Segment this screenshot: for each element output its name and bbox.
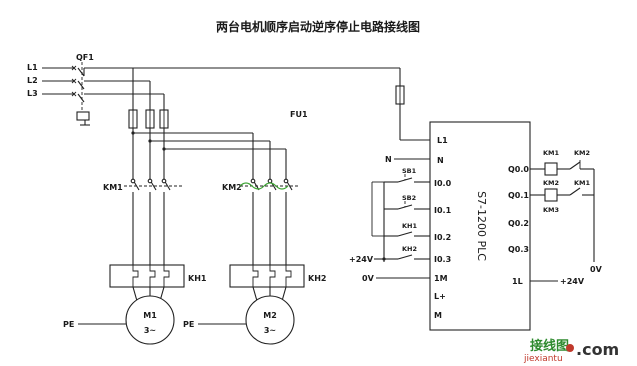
plc-term-i02: I0.2: [434, 233, 451, 242]
m1-label: M1: [143, 311, 157, 320]
kh2-contact-label: KH2: [402, 245, 417, 253]
km2-contact-label: KM2: [574, 149, 590, 157]
m1-phase: 3~: [144, 326, 156, 335]
plc-output-wiring: KM1 KM2 KM2 KM1 KM3 0V +24V: [530, 149, 603, 286]
plc-term-i01: I0.1: [434, 206, 452, 215]
km1-coil-label: KM1: [543, 149, 560, 157]
kh1-contact-label: KH1: [402, 222, 417, 230]
plc-supply: [395, 68, 430, 141]
n-left-label: N: [385, 155, 392, 164]
plc-input-wiring: N SB1 SB2 KH1 KH2 +24V 0V: [349, 155, 430, 283]
plc-box: S7-1200 PLC L1 N I0.0 I0.1 I0.2 I0.3 1M …: [429, 121, 531, 331]
motor2-branch: KM2 KH2 M2 3~ PE: [183, 133, 326, 345]
plc-term-lplus: L+: [434, 292, 446, 301]
plc-term-q03: Q0.3: [508, 245, 529, 254]
motor-m1: [125, 295, 175, 345]
v24-left-label: +24V: [349, 255, 374, 264]
km2-coil-label: KM2: [543, 179, 559, 187]
pe2-label: PE: [183, 320, 194, 329]
kh2-label: KH2: [308, 274, 326, 283]
km1-contact-label: KM1: [574, 179, 591, 187]
kh1-label: KH1: [188, 274, 207, 283]
watermark-com: .com: [576, 340, 619, 359]
l1-label: L1: [27, 63, 38, 72]
plc-term-q01: Q0.1: [508, 191, 529, 200]
m2-phase: 3~: [264, 326, 276, 335]
diagram-title: 两台电机顺序启动逆序停止电路接线图: [216, 19, 420, 34]
plc-term-q00: Q0.0: [508, 165, 529, 174]
watermark-en: jiexiantu: [523, 354, 563, 364]
plc-model: S7-1200 PLC: [475, 191, 488, 261]
plc-term-i03: I0.3: [434, 255, 451, 264]
fu1-label: FU1: [290, 110, 308, 119]
km1-label: KM1: [103, 183, 123, 192]
v0-left-label: 0V: [362, 274, 375, 283]
plc-term-n: N: [437, 156, 444, 165]
v24-right-label: +24V: [560, 277, 585, 286]
qf1-label: QF1: [76, 53, 94, 62]
plc-term-1l: 1L: [512, 277, 523, 286]
watermark-dot-icon: [566, 344, 574, 352]
qf1-breaker: QF1: [76, 53, 400, 126]
motor-m2: [245, 295, 295, 345]
plc-term-m: M: [434, 311, 442, 320]
plc-term-l1: L1: [437, 136, 448, 145]
v0-right-label: 0V: [590, 265, 603, 274]
sb2-label: SB2: [402, 194, 416, 202]
power-lines: L1 L2 L3: [27, 63, 77, 98]
m2-label: M2: [263, 311, 277, 320]
sb1-label: SB1: [402, 167, 417, 175]
l3-label: L3: [27, 89, 38, 98]
watermark-cn: 接线图: [530, 338, 569, 354]
km3-coil-label: KM3: [543, 206, 559, 214]
l2-label: L2: [27, 76, 38, 85]
motor1-branch: KM1 KH1 M1 3~ PE: [63, 128, 286, 345]
plc-term-1m: 1M: [434, 274, 448, 283]
fuse-drops: FU1: [128, 68, 308, 129]
km2-label: KM2: [222, 183, 242, 192]
pe1-label: PE: [63, 320, 74, 329]
watermark: 接线图 jiexiantu .com: [523, 338, 619, 364]
plc-term-q02: Q0.2: [508, 219, 529, 228]
plc-term-i00: I0.0: [434, 179, 452, 188]
